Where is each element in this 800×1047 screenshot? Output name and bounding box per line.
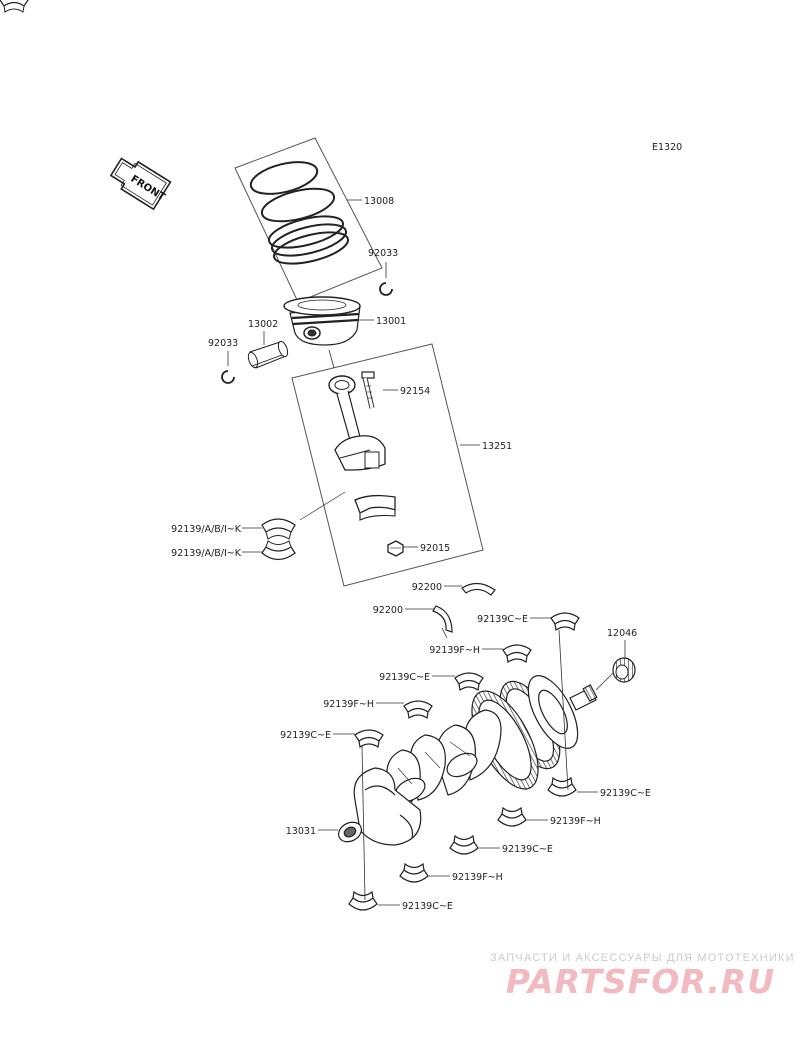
label-92139ce-6[interactable]: 92139C~E	[402, 901, 453, 912]
label-92139fh-3[interactable]: 92139F~H	[550, 816, 601, 827]
rod-nut	[387, 540, 404, 557]
label-92139ce-1[interactable]: 92139C~E	[477, 614, 528, 625]
watermark-brand: PARTSFOR.RU	[505, 962, 776, 1001]
label-92200-lower[interactable]: 92200	[373, 605, 403, 616]
connecting-rod-group	[291, 343, 484, 587]
label-92139fh-1[interactable]: 92139F~H	[429, 645, 480, 656]
snap-ring-left	[221, 370, 235, 384]
oil-ring-3	[272, 231, 350, 265]
label-13008[interactable]: 13008	[364, 196, 394, 207]
oil-ring-2	[270, 223, 348, 257]
front-label: FRONT	[128, 174, 166, 204]
label-92139fh-4[interactable]: 92139F~H	[452, 872, 503, 883]
thrust-washer-1	[461, 582, 496, 596]
label-92033-right[interactable]: 92033	[368, 248, 398, 259]
label-92154[interactable]: 92154	[400, 386, 430, 397]
label-13001[interactable]: 13001	[376, 316, 406, 327]
crank-nut	[612, 657, 636, 683]
oil-ring-1	[267, 215, 345, 249]
label-92015[interactable]: 92015	[420, 543, 450, 554]
label-92139fh-2[interactable]: 92139F~H	[323, 699, 374, 710]
label-92200-upper[interactable]: 92200	[412, 582, 442, 593]
label-92139ce-5[interactable]: 92139C~E	[502, 844, 553, 855]
second-ring	[260, 187, 336, 223]
leader-lines	[227, 199, 626, 906]
diagram-code: E1320	[652, 142, 682, 153]
snap-ring-right	[379, 282, 393, 296]
piston-pin	[247, 340, 289, 369]
label-92139ce-3[interactable]: 92139C~E	[280, 730, 331, 741]
label-92139ce-4[interactable]: 92139C~E	[600, 788, 651, 799]
top-ring	[249, 161, 319, 195]
thrust-washer-2	[432, 605, 453, 633]
rod-bearing-lower	[261, 540, 296, 561]
rod-bolt	[361, 371, 375, 409]
crankshaft	[337, 675, 598, 846]
connecting-rod	[328, 375, 386, 471]
rod-cap	[354, 494, 396, 521]
label-13031[interactable]: 13031	[286, 826, 316, 837]
label-12046[interactable]: 12046	[607, 628, 637, 639]
main-bearing-upper-halves	[0, 0, 29, 13]
label-13251[interactable]: 13251	[482, 441, 512, 452]
label-92139-rod-upper[interactable]: 92139/A/B/I~K	[171, 524, 242, 535]
piston	[283, 296, 361, 346]
watermark-subtitle: ЗАПЧАСТИ И АКСЕССУАРЫ ДЛЯ МОТОТЕХНИКИ	[490, 952, 795, 964]
label-13002[interactable]: 13002	[248, 319, 278, 330]
piston-ring-group	[234, 137, 383, 303]
label-92139ce-2[interactable]: 92139C~E	[379, 672, 430, 683]
label-92033-left[interactable]: 92033	[208, 338, 238, 349]
rod-bearing-upper	[261, 518, 296, 540]
label-92139-rod-lower[interactable]: 92139/A/B/I~K	[171, 548, 242, 559]
front-arrow-icon: FRONT	[109, 157, 172, 211]
